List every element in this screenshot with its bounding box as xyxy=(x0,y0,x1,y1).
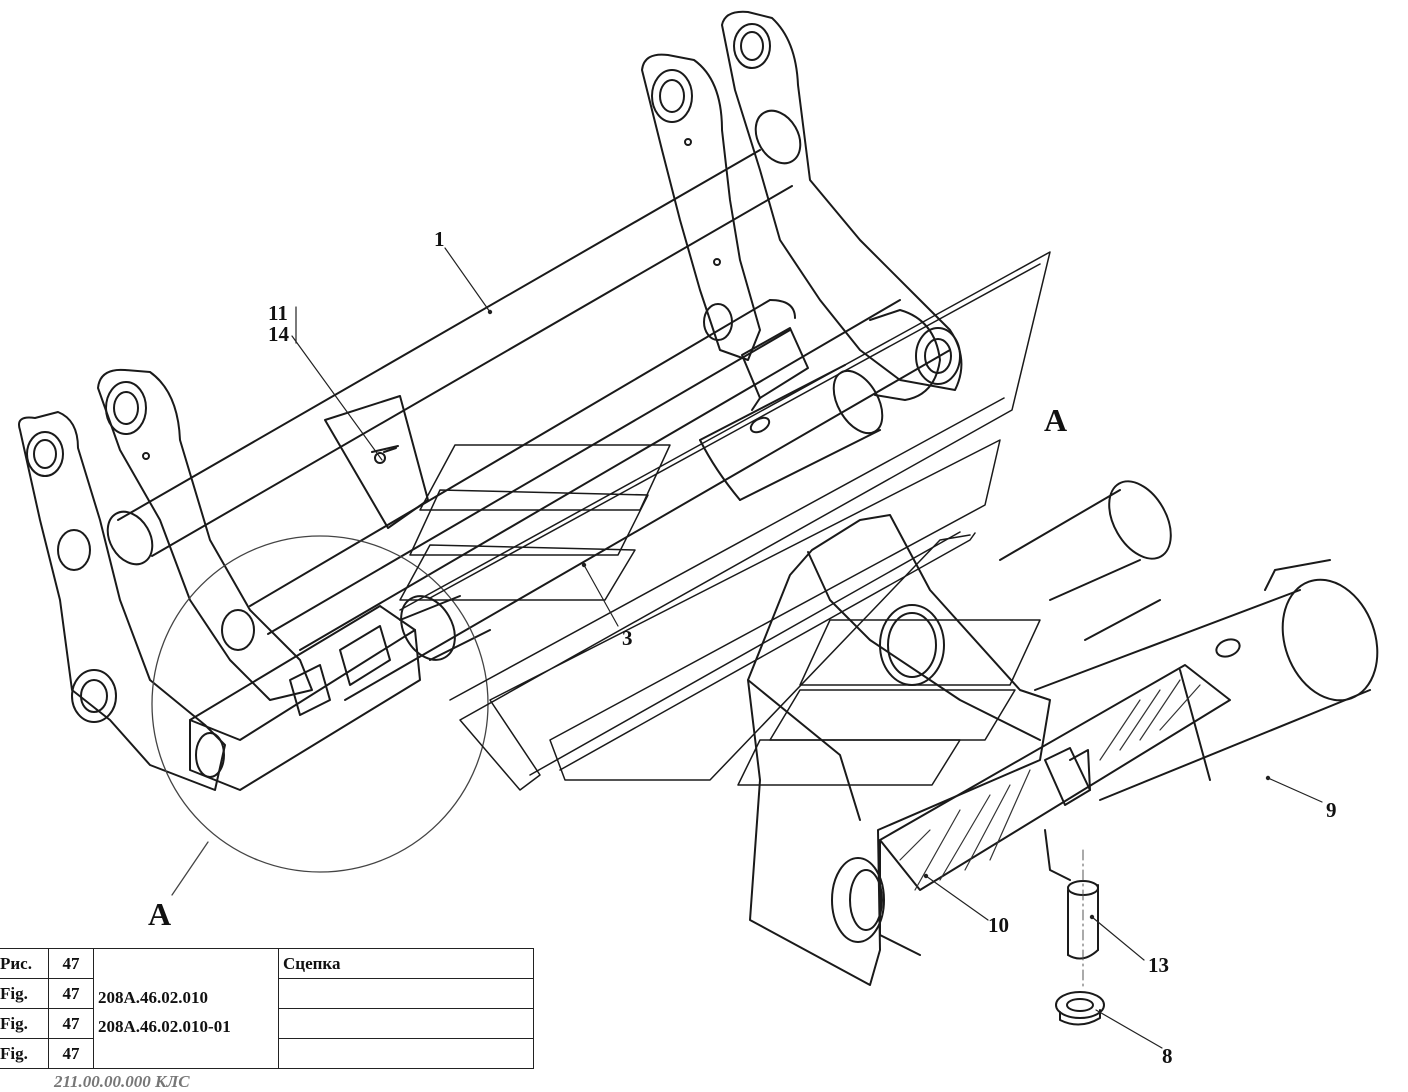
callout-14: 14 xyxy=(268,322,289,346)
top-cross-tube xyxy=(106,109,802,566)
detail-label-a-bottom: A xyxy=(148,896,172,932)
title-empty-cell xyxy=(278,978,534,1009)
drawing-code: 208А.46.02.010-01 xyxy=(98,1017,231,1036)
title-empty-cell xyxy=(278,1038,534,1069)
drawing-codes: 208А.46.02.010 208А.46.02.010-01 xyxy=(93,948,279,1069)
end-fork-section xyxy=(189,605,421,791)
figure-number: 47 xyxy=(48,1008,94,1039)
detail-rear-tube xyxy=(999,480,1172,641)
shaft-slices xyxy=(399,444,1041,786)
title-row: Fig. 47 xyxy=(0,978,534,1009)
detail-housing xyxy=(747,514,1051,986)
figure-kind: Fig. xyxy=(0,1008,49,1039)
drawing-code: 208А.46.02.010 xyxy=(98,988,209,1007)
detail-label-a-top: A xyxy=(1044,402,1068,438)
left-inner-plate xyxy=(97,368,313,701)
callout-8: 8 xyxy=(1162,1044,1173,1068)
detail-arrow-outline xyxy=(399,251,1051,791)
title-empty-cell xyxy=(278,1008,534,1039)
lower-cross-tube xyxy=(249,299,796,635)
title-row: Fig. 47 xyxy=(0,1008,534,1039)
detail-section-cut xyxy=(831,664,1231,956)
callout-10: 10 xyxy=(988,913,1009,937)
right-outer-plate xyxy=(721,10,963,391)
title-block: Рис. 47 208А.46.02.010 208А.46.02.010-01… xyxy=(0,948,534,1069)
figure-number: 47 xyxy=(48,1038,94,1069)
figure-number: 47 xyxy=(48,978,94,1009)
callout-13: 13 xyxy=(1148,953,1169,977)
detail-pin-body xyxy=(1034,559,1379,801)
title-row: Рис. 47 208А.46.02.010 208А.46.02.010-01… xyxy=(0,948,534,1069)
leader-lines xyxy=(291,247,1323,1049)
callout-3: 3 xyxy=(622,626,633,650)
figure-kind: Fig. xyxy=(0,1038,49,1069)
figure-kind: Fig. xyxy=(0,978,49,1009)
left-outer-plate xyxy=(18,411,226,791)
drawing-title: Сцепка xyxy=(278,948,534,979)
callout-1: 1 xyxy=(434,227,445,251)
part-8-washer xyxy=(1055,991,1105,1026)
document-code: 211.00.00.000 КЛС xyxy=(54,1072,190,1091)
mounting-plate xyxy=(324,395,429,529)
section-hatching xyxy=(899,679,1201,891)
figure-number: 47 xyxy=(48,948,94,979)
title-row: Fig. 47 xyxy=(0,1038,534,1069)
callout-11: 11 xyxy=(268,301,288,325)
figure-kind: Рис. xyxy=(0,948,49,979)
callout-9: 9 xyxy=(1326,798,1337,822)
upper-bracket xyxy=(741,327,809,411)
